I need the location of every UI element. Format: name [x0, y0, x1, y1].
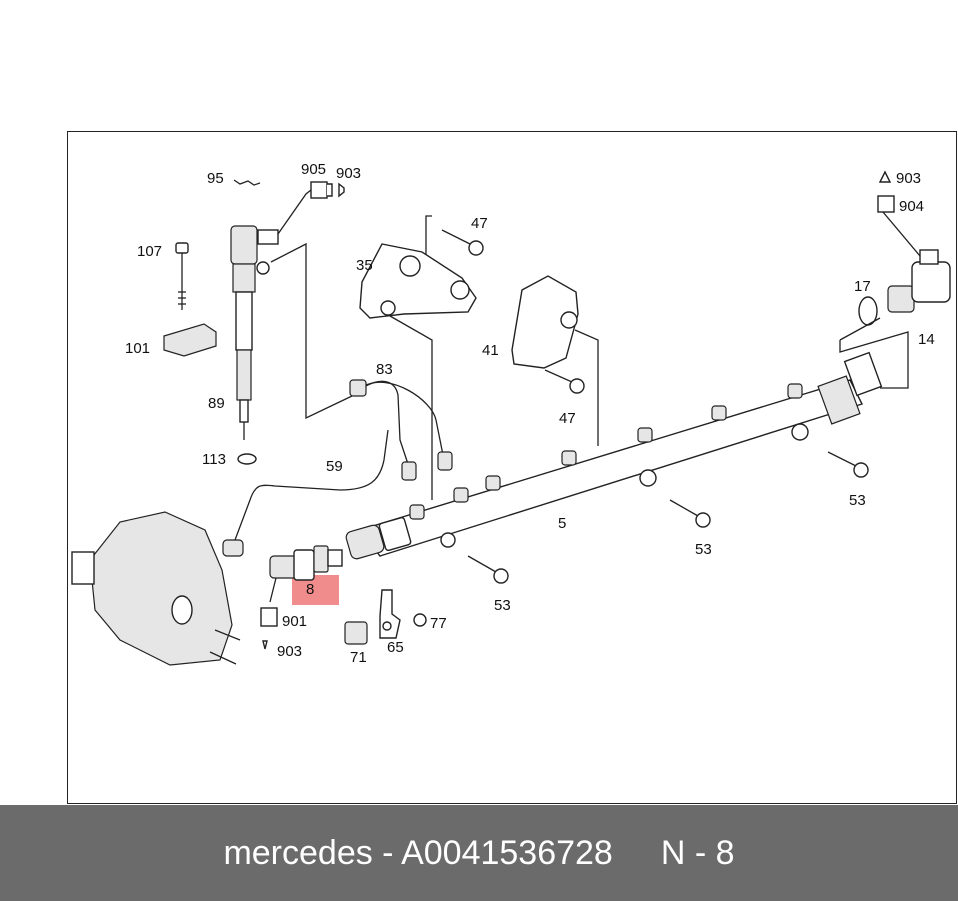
label-113: 113 — [202, 451, 226, 468]
leader-lines — [269, 189, 921, 603]
label-8: 8 — [306, 581, 314, 598]
part-47-bolt-bottom — [544, 369, 585, 394]
part-41-bracket — [511, 275, 579, 369]
label-901: 901 — [282, 613, 307, 630]
label-47-top: 47 — [471, 215, 488, 232]
part-5-fuel-rail — [358, 379, 863, 557]
reference-text: N - 8 — [660, 833, 735, 872]
part-14-pressure-sensor — [887, 249, 951, 313]
part-905-connector — [310, 181, 345, 199]
label-905: 905 — [301, 161, 326, 178]
part-107-bolt — [175, 242, 189, 310]
part-53-bolts — [467, 451, 869, 584]
label-53-middle: 53 — [695, 541, 712, 558]
parts-diagram: 95 905 903 107 101 89 113 35 47 83 41 47… — [71, 161, 951, 666]
label-904: 904 — [899, 198, 924, 215]
part-101-clamp — [163, 323, 217, 357]
part-number-text: mercedes - A0041536728 — [223, 833, 613, 872]
part-901-connector — [260, 607, 278, 650]
label-14: 14 — [918, 331, 935, 348]
footer-bar: mercedes - A0041536728 N - 8 — [0, 805, 958, 901]
label-17: 17 — [854, 278, 871, 295]
part-95-clip — [233, 179, 261, 186]
part-77-screw — [413, 613, 427, 627]
label-95: 95 — [207, 170, 224, 187]
label-47-bottom: 47 — [559, 410, 576, 427]
part-71-block — [344, 621, 368, 645]
label-89: 89 — [208, 395, 225, 412]
part-8-sensor — [269, 516, 412, 581]
part-rail-end-valve — [817, 351, 883, 425]
label-107: 107 — [137, 243, 162, 260]
label-903-bottom: 903 — [277, 643, 302, 660]
part-83-pipe — [349, 379, 453, 481]
part-47-bolt-top — [441, 229, 484, 256]
label-903-right: 903 — [896, 170, 921, 187]
label-77: 77 — [430, 615, 447, 632]
label-5: 5 — [558, 515, 566, 532]
label-65: 65 — [387, 639, 404, 656]
label-71: 71 — [350, 649, 367, 666]
part-904-connector — [877, 170, 895, 213]
label-101: 101 — [125, 340, 150, 357]
label-53-left: 53 — [494, 597, 511, 614]
part-65-bracket — [379, 589, 401, 639]
label-41: 41 — [482, 342, 499, 359]
label-35: 35 — [356, 257, 373, 274]
part-35-bracket — [359, 243, 477, 319]
fuel-pump-part — [71, 511, 241, 666]
part-113-washer — [237, 453, 257, 465]
injector-part — [230, 225, 279, 440]
callout-labels: 95 905 903 107 101 89 113 35 47 83 41 47… — [125, 161, 935, 666]
part-59-pipe — [222, 429, 389, 557]
label-83: 83 — [376, 361, 393, 378]
label-53-right: 53 — [849, 492, 866, 509]
diagram-frame — [67, 131, 957, 804]
label-59: 59 — [326, 458, 343, 475]
label-903-top: 903 — [336, 165, 361, 182]
